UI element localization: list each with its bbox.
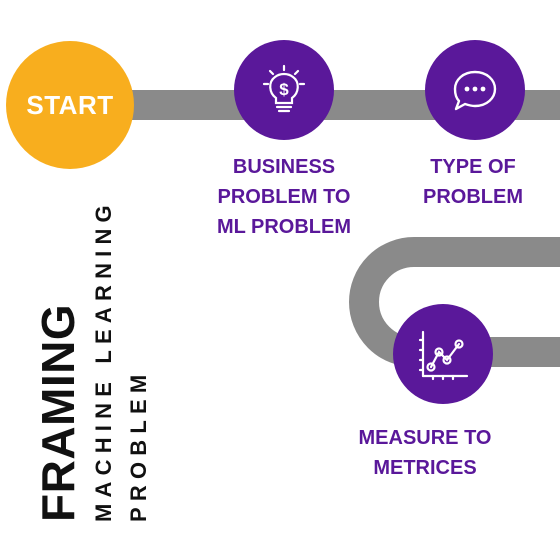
subtitle-problem: PROBLEM (126, 368, 151, 522)
line-chart-icon (418, 330, 469, 381)
svg-text:$: $ (279, 80, 289, 99)
step-business-problem-label: BUSINESS PROBLEM TO ML PROBLEM (216, 156, 352, 238)
start-label: START (26, 89, 114, 120)
lightbulb-dollar-icon: $ (262, 64, 306, 113)
step-measure-metrics-node (393, 304, 493, 404)
step-type-of-problem-label: TYPE OF PROBLEM (423, 156, 523, 208)
speech-bubble-icon (453, 70, 497, 111)
step-business-problem-node: $ (234, 40, 334, 140)
step-type-of-problem-node (425, 40, 525, 140)
start-node: START (6, 41, 134, 169)
title-framing: FRAMING (32, 303, 84, 522)
subtitle-machine-learning: MACHINE LEARNING (91, 199, 116, 522)
step-measure-metrics-label: MEASURE TO METRICES (358, 427, 492, 479)
